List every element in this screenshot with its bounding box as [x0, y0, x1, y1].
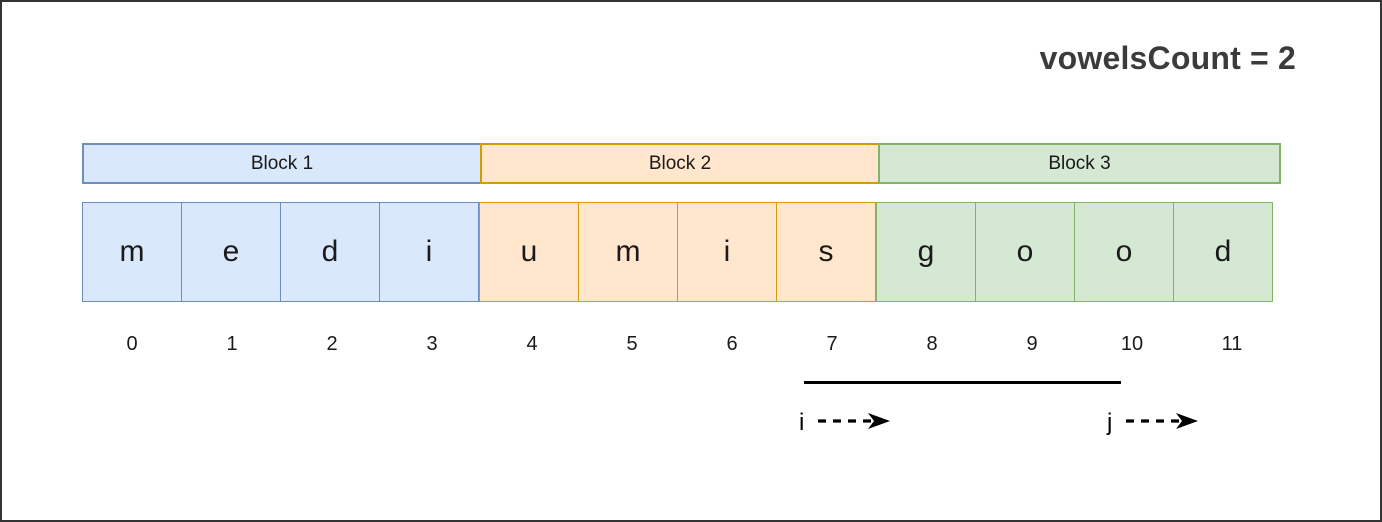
block-header-1: Block 1 — [82, 143, 482, 184]
block-header-row: Block 1 Block 2 Block 3 — [82, 143, 1283, 184]
index-label: 7 — [826, 333, 838, 355]
character-cell: o — [975, 202, 1075, 302]
character-cell: g — [876, 202, 976, 302]
index-label: 3 — [426, 333, 438, 355]
block-header-2: Block 2 — [480, 143, 880, 184]
block-header-2-label: Block 2 — [648, 152, 712, 174]
character-cell-label: i — [723, 235, 731, 268]
index-label: 5 — [626, 333, 638, 355]
index-label: 11 — [1221, 333, 1243, 355]
character-cell-label: m — [615, 235, 641, 268]
block-header-3: Block 3 — [878, 143, 1281, 184]
character-cell: i — [677, 202, 777, 302]
character-cell-label: s — [818, 235, 834, 268]
character-cell: m — [578, 202, 678, 302]
character-cell-label: u — [520, 235, 538, 268]
character-cell: o — [1074, 202, 1174, 302]
character-cell-label: e — [222, 235, 240, 268]
character-cell: i — [379, 202, 479, 302]
index-label: 1 — [226, 333, 238, 355]
character-cell-label: m — [119, 235, 145, 268]
index-label: 10 — [1120, 333, 1144, 355]
character-cell-label: d — [1214, 235, 1232, 268]
character-cell-label: o — [1016, 235, 1034, 268]
character-cell: m — [82, 202, 182, 302]
character-cell: d — [1173, 202, 1273, 302]
index-label: 8 — [926, 333, 938, 355]
block-header-1-label: Block 1 — [250, 152, 314, 174]
character-cell: s — [776, 202, 876, 302]
character-cell: e — [181, 202, 281, 302]
index-label: 0 — [126, 333, 138, 355]
character-cell-label: d — [321, 235, 339, 268]
dashed-arrow-right-icon — [1124, 410, 1202, 437]
index-label: 2 — [326, 333, 338, 355]
block-header-3-label: Block 3 — [1048, 152, 1111, 174]
character-cell-row: m e d i u m i s g o o d — [82, 202, 1283, 302]
index-label: 9 — [1026, 333, 1038, 355]
character-cell: u — [479, 202, 579, 302]
page-title: vowelsCount = 2 — [1039, 40, 1296, 76]
pointer-i: i — [799, 404, 894, 442]
index-label: 4 — [526, 333, 538, 355]
character-cell-label: o — [1115, 235, 1133, 268]
character-cell-label: i — [425, 235, 433, 268]
index-label: 6 — [726, 333, 738, 355]
pointer-i-label: i — [799, 409, 805, 436]
index-label-row: 0 1 2 3 4 5 6 7 8 9 10 11 — [82, 327, 1283, 361]
dashed-arrow-right-icon — [816, 410, 894, 437]
character-cell: d — [280, 202, 380, 302]
character-cell-label: g — [917, 235, 935, 268]
pointer-j: j — [1107, 404, 1202, 442]
window-span-line — [804, 381, 1121, 384]
pointer-j-label: j — [1107, 409, 1113, 436]
